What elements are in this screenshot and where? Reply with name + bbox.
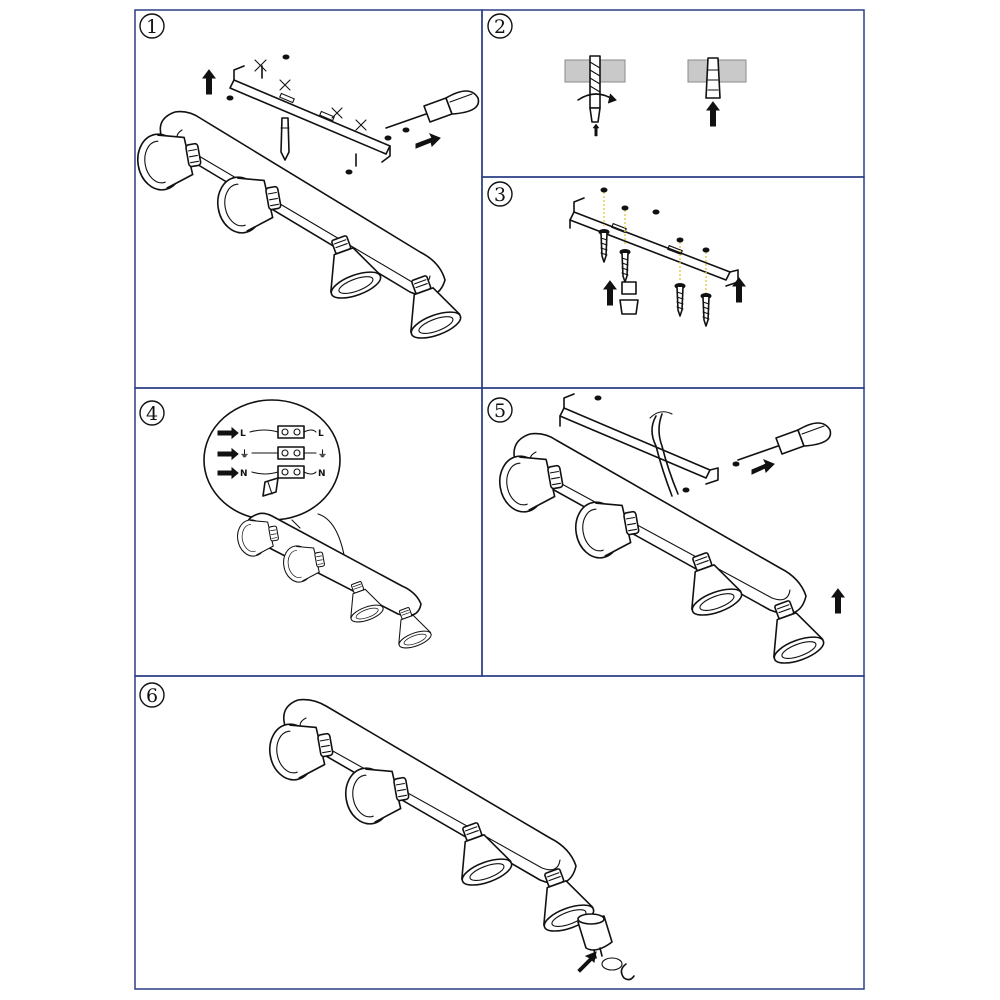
right-arrow-icon <box>217 447 239 461</box>
step-5-illustration <box>494 393 845 670</box>
right-arrow-icon <box>415 133 441 149</box>
wiring-detail-callout: L ⏚ N L ⏚ N <box>203 399 341 521</box>
step-2-illustration <box>564 55 747 137</box>
step-number-2-label: 2 <box>494 16 506 38</box>
retaining-ring-icon <box>601 957 635 981</box>
right-arrow-icon <box>217 466 239 480</box>
step-1-illustration <box>132 54 480 345</box>
pencil-icon <box>280 117 290 161</box>
mounting-bracket <box>569 197 739 287</box>
step-number-4-label: 4 <box>146 403 158 425</box>
drill-wall <box>564 55 626 137</box>
screw-icon <box>700 292 712 327</box>
neutral-label-left: N <box>240 469 248 479</box>
bulb-icon <box>577 913 613 959</box>
up-arrow-icon <box>603 280 617 306</box>
step-number-6-label: 6 <box>146 685 158 707</box>
screw-icon <box>674 282 686 317</box>
light-rail <box>159 110 446 297</box>
panel-step-3 <box>481 176 865 389</box>
step-number-2: 2 <box>487 13 513 39</box>
step-number-5: 5 <box>487 397 513 423</box>
up-arrow-icon <box>202 69 216 95</box>
step-number-6: 6 <box>139 682 165 708</box>
screw-icon <box>598 228 610 263</box>
right-arrow-icon <box>217 426 239 440</box>
power-cable <box>649 411 679 497</box>
terminal-block <box>277 425 305 479</box>
step-3-illustration <box>569 187 746 327</box>
live-label-left: L <box>240 429 246 439</box>
step-number-3-label: 3 <box>494 184 506 206</box>
live-label-right: L <box>318 429 324 439</box>
cross-marks <box>254 59 367 131</box>
step-number-5-label: 5 <box>494 400 506 422</box>
screw-icon <box>619 248 631 283</box>
step-number-1: 1 <box>139 13 165 39</box>
mounting-bracket <box>229 65 391 167</box>
cable-clamp <box>619 281 639 315</box>
up-arrow-icon <box>706 101 720 127</box>
screwdriver-icon <box>385 90 480 129</box>
step-number-1-label: 1 <box>146 16 158 38</box>
step-number-3: 3 <box>487 181 513 207</box>
up-arrow-icon <box>831 588 845 614</box>
mounting-bracket <box>559 393 740 493</box>
panel-step-6 <box>134 675 865 990</box>
step-6-illustration <box>264 698 635 981</box>
step-4-illustration: L ⏚ N L ⏚ N <box>203 399 434 652</box>
panel-step-2 <box>481 9 865 178</box>
left-arrow-icon <box>751 459 775 475</box>
screwdriver-icon <box>737 422 832 461</box>
earth-label-right: ⏚ <box>318 449 327 460</box>
wall-plug <box>687 57 747 127</box>
drill-direction-icon <box>592 123 600 137</box>
light-rail <box>282 698 577 885</box>
up-arrow-icon <box>577 951 597 973</box>
earth-label-left: ⏚ <box>240 449 249 460</box>
up-arrow-icon <box>732 277 746 303</box>
neutral-label-right: N <box>318 469 326 479</box>
step-number-4: 4 <box>139 400 165 426</box>
